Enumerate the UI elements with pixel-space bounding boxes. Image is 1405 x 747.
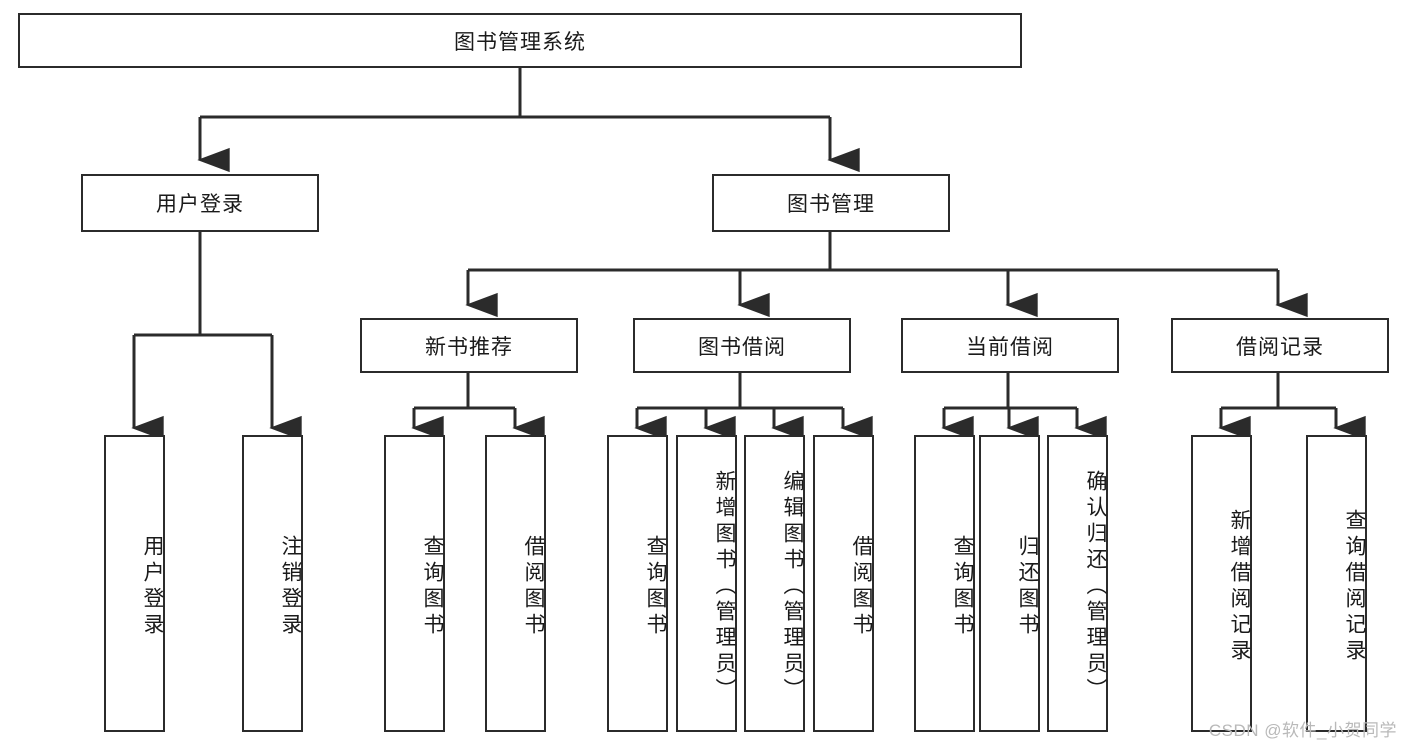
node-label: 借阅记录 xyxy=(1236,335,1324,359)
node-label: 归还图书 xyxy=(1016,534,1039,639)
leaf-current-borrow-return[interactable]: 归还图书 xyxy=(979,435,1040,732)
node-label: 新增图书（管理员） xyxy=(713,469,736,704)
leaf-book-borrow-add[interactable]: 新增图书（管理员） xyxy=(676,435,737,732)
leaf-new-book-query[interactable]: 查询图书 xyxy=(384,435,445,732)
csdn-watermark: CSDN @软件_小贺同学 xyxy=(1208,721,1397,740)
leaf-book-borrow-query[interactable]: 查询图书 xyxy=(607,435,668,732)
node-label: 确认归还（管理员） xyxy=(1084,469,1107,704)
node-label: 图书借阅 xyxy=(698,335,786,359)
node-book-borrow[interactable]: 图书借阅 xyxy=(633,318,851,373)
node-label: 借阅图书 xyxy=(522,534,545,639)
node-user-login[interactable]: 用户登录 xyxy=(81,174,319,232)
leaf-current-borrow-confirm-return[interactable]: 确认归还（管理员） xyxy=(1047,435,1108,732)
node-label: 借阅图书 xyxy=(850,534,873,639)
leaf-current-borrow-query[interactable]: 查询图书 xyxy=(914,435,975,732)
leaf-user-login-signin[interactable]: 用户登录 xyxy=(104,435,165,732)
node-current-borrow[interactable]: 当前借阅 xyxy=(901,318,1119,373)
node-label: 用户登录 xyxy=(141,534,164,639)
node-borrow-record[interactable]: 借阅记录 xyxy=(1171,318,1389,373)
node-label: 图书管理 xyxy=(787,193,875,216)
leaf-book-borrow-lend[interactable]: 借阅图书 xyxy=(813,435,874,732)
leaf-new-book-borrow[interactable]: 借阅图书 xyxy=(485,435,546,732)
leaf-user-login-signout[interactable]: 注销登录 xyxy=(242,435,303,732)
leaf-borrow-record-add[interactable]: 新增借阅记录 xyxy=(1191,435,1252,732)
node-label: 当前借阅 xyxy=(966,335,1054,359)
node-label: 查询图书 xyxy=(951,534,974,639)
node-label: 新增借阅记录 xyxy=(1228,508,1251,665)
node-label: 编辑图书（管理员） xyxy=(781,469,804,704)
node-label: 图书管理系统 xyxy=(454,30,586,54)
node-label: 注销登录 xyxy=(279,534,302,639)
node-label: 新书推荐 xyxy=(425,335,513,359)
node-book-management[interactable]: 图书管理 xyxy=(712,174,950,232)
node-new-book-recommend[interactable]: 新书推荐 xyxy=(360,318,578,373)
node-root-book-management-system[interactable]: 图书管理系统 xyxy=(18,13,1022,68)
node-label: 查询借阅记录 xyxy=(1343,508,1366,665)
leaf-book-borrow-edit[interactable]: 编辑图书（管理员） xyxy=(744,435,805,732)
node-label: 查询图书 xyxy=(644,534,667,639)
node-label: 用户登录 xyxy=(156,193,244,216)
leaf-borrow-record-query[interactable]: 查询借阅记录 xyxy=(1306,435,1367,732)
node-label: 查询图书 xyxy=(421,534,444,639)
